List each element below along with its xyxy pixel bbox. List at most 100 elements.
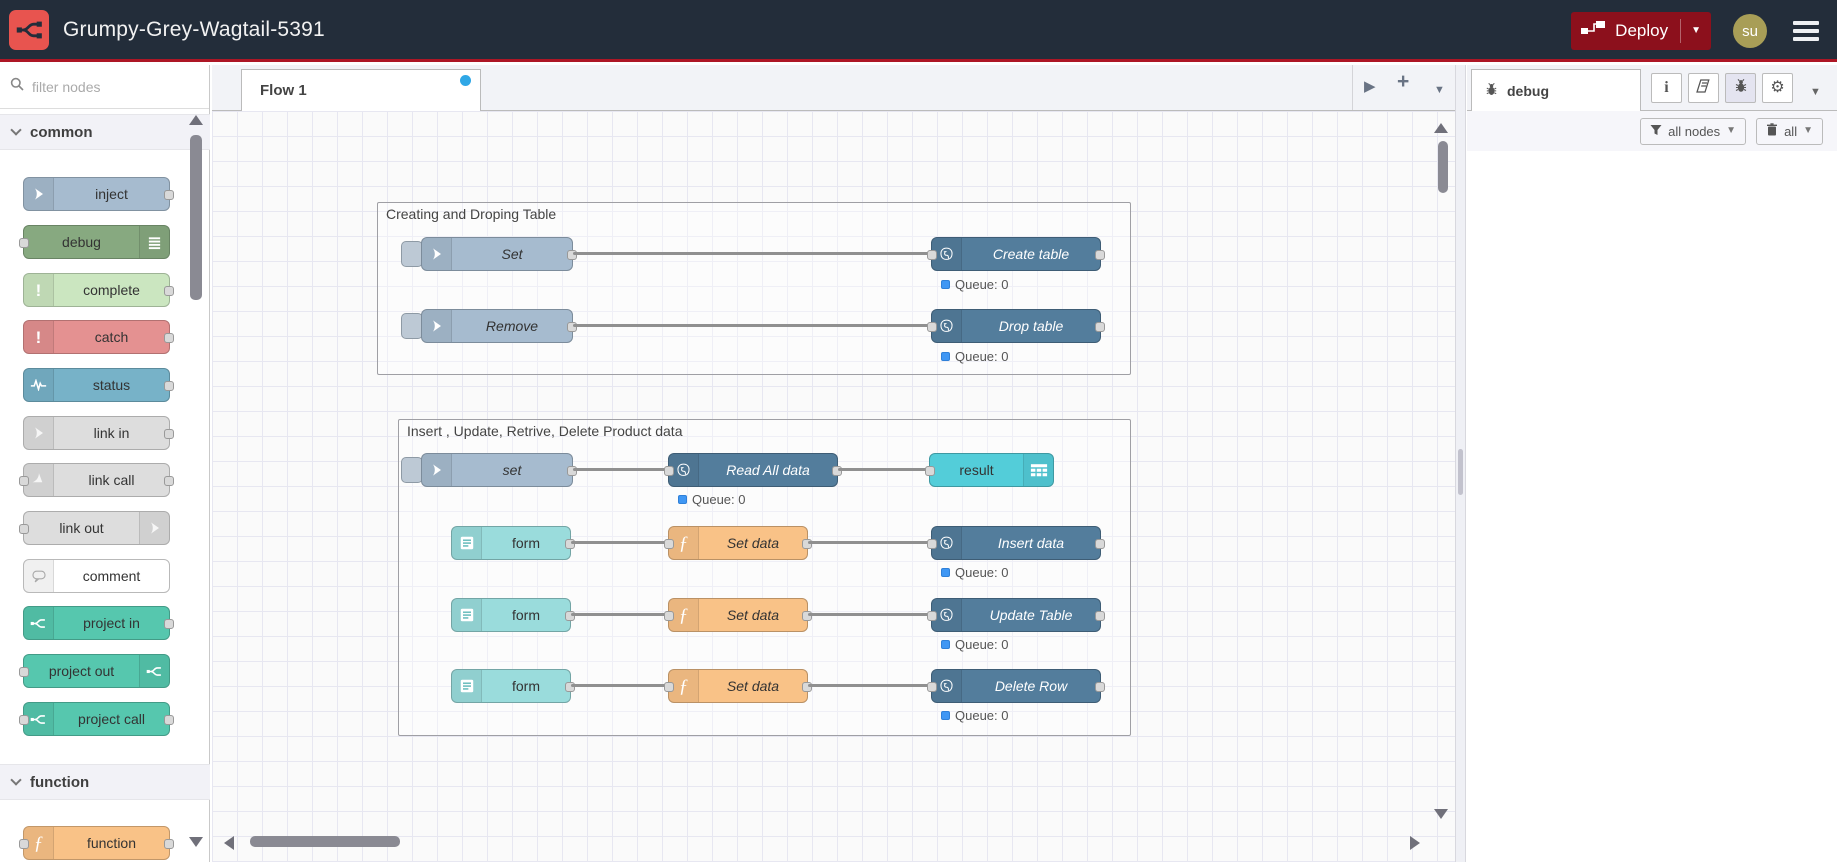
input-port[interactable] [927, 682, 937, 692]
output-port[interactable] [1095, 539, 1105, 549]
wire[interactable] [573, 468, 668, 471]
input-port[interactable] [927, 322, 937, 332]
main-menu-button[interactable] [1789, 17, 1823, 45]
output-port[interactable] [164, 839, 174, 849]
output-port[interactable] [164, 190, 174, 200]
wire[interactable] [808, 684, 931, 687]
node-postgres-delete-row[interactable]: Delete Row [927, 669, 1105, 703]
node-postgres-insert-data[interactable]: Insert data [927, 526, 1105, 560]
input-port[interactable] [927, 539, 937, 549]
node-postgres-drop-table[interactable]: Drop table [927, 309, 1105, 343]
node-function-set-data[interactable]: ƒ Set data [664, 598, 812, 632]
output-port[interactable] [802, 682, 812, 692]
sidebar-divider-grip[interactable] [1458, 449, 1463, 495]
debug-tab-button[interactable] [1725, 73, 1756, 103]
output-port[interactable] [832, 466, 842, 476]
next-tab-button[interactable]: ▶ [1364, 78, 1376, 95]
palette-node-project-call[interactable]: project call [19, 702, 174, 736]
config-tab-button[interactable]: ⚙ [1762, 73, 1793, 103]
palette-category-function[interactable]: function [0, 764, 210, 800]
palette-scrollbar-thumb[interactable] [190, 135, 202, 300]
flow-list-chevron-down-icon[interactable]: ▼ [1434, 84, 1445, 96]
input-port[interactable] [19, 476, 29, 486]
input-port[interactable] [664, 466, 674, 476]
wire[interactable] [838, 468, 929, 471]
canvas-scroll-up[interactable] [1434, 123, 1448, 133]
node-postgres-create-table[interactable]: Create table [927, 237, 1105, 271]
output-port[interactable] [567, 250, 577, 260]
inject-button[interactable] [401, 241, 423, 267]
canvas-scroll-left[interactable] [224, 836, 234, 850]
node-form[interactable]: form [451, 526, 575, 560]
wire[interactable] [808, 613, 931, 616]
palette-node-project-in[interactable]: project in [23, 606, 174, 640]
output-port[interactable] [567, 466, 577, 476]
palette-node-comment[interactable]: comment [23, 559, 170, 593]
output-port[interactable] [164, 333, 174, 343]
canvas-hscrollbar-thumb[interactable] [250, 836, 400, 847]
palette-node-project-out[interactable]: project out [19, 654, 170, 688]
input-port[interactable] [19, 715, 29, 725]
palette-scroll-up[interactable] [189, 115, 203, 125]
output-port[interactable] [164, 715, 174, 725]
flow-canvas[interactable]: Creating and Droping Table Set Create ta… [212, 111, 1455, 862]
node-inject-set[interactable]: Set [421, 237, 577, 271]
node-inject-set-lower[interactable]: set [421, 453, 577, 487]
output-port[interactable] [164, 429, 174, 439]
deploy-chevron-down-icon[interactable]: ▼ [1691, 25, 1701, 36]
input-port[interactable] [19, 667, 29, 677]
palette-node-link-out[interactable]: link out [19, 511, 170, 545]
wire[interactable] [573, 324, 931, 327]
output-port[interactable] [567, 322, 577, 332]
output-port[interactable] [1095, 322, 1105, 332]
input-port[interactable] [19, 524, 29, 534]
node-form[interactable]: form [451, 669, 575, 703]
debug-filter-button[interactable]: all nodes ▼ [1640, 117, 1747, 145]
input-port[interactable] [925, 466, 935, 476]
add-flow-button[interactable]: + [1397, 70, 1410, 93]
user-avatar[interactable]: su [1733, 14, 1767, 48]
output-port[interactable] [1095, 682, 1105, 692]
input-port[interactable] [664, 611, 674, 621]
output-port[interactable] [164, 476, 174, 486]
output-port[interactable] [565, 611, 575, 621]
node-postgres-update-table[interactable]: Update Table [927, 598, 1105, 632]
output-port[interactable] [802, 539, 812, 549]
sidebar-tabs-chevron-down-icon[interactable]: ▼ [1810, 86, 1821, 98]
wire[interactable] [571, 541, 668, 544]
inject-button[interactable] [401, 313, 423, 339]
output-port[interactable] [1095, 250, 1105, 260]
wire[interactable] [573, 252, 931, 255]
input-port[interactable] [664, 682, 674, 692]
palette-node-inject[interactable]: inject [23, 177, 174, 211]
palette-node-function[interactable]: ƒ function [19, 826, 174, 860]
palette-node-status[interactable]: status [23, 368, 174, 402]
node-postgres-read-all-data[interactable]: Read All data [664, 453, 842, 487]
input-port[interactable] [19, 839, 29, 849]
output-port[interactable] [565, 682, 575, 692]
input-port[interactable] [664, 539, 674, 549]
canvas-vscrollbar-thumb[interactable] [1438, 141, 1448, 193]
input-port[interactable] [927, 250, 937, 260]
node-debug-result[interactable]: result [925, 453, 1054, 487]
debug-messages-panel[interactable] [1467, 151, 1837, 862]
output-port[interactable] [1095, 611, 1105, 621]
output-port[interactable] [164, 619, 174, 629]
wire[interactable] [808, 541, 931, 544]
wire[interactable] [571, 684, 668, 687]
group-creating-dropping-table[interactable]: Creating and Droping Table [377, 202, 1131, 375]
output-port[interactable] [565, 539, 575, 549]
palette-node-link-in[interactable]: link in [23, 416, 174, 450]
tab-flow1[interactable]: Flow 1 [241, 69, 481, 111]
palette-scroll-down[interactable] [189, 837, 203, 847]
node-function-set-data[interactable]: ƒ Set data [664, 669, 812, 703]
palette-category-common[interactable]: common [0, 114, 210, 150]
palette-filter-input[interactable] [30, 77, 170, 96]
inject-button[interactable] [401, 457, 423, 483]
palette-node-debug[interactable]: debug [19, 225, 170, 259]
output-port[interactable] [802, 611, 812, 621]
debug-clear-button[interactable]: all ▼ [1756, 117, 1823, 145]
deploy-button[interactable]: Deploy ▼ [1571, 12, 1711, 50]
input-port[interactable] [19, 238, 29, 248]
palette-node-link-call[interactable]: link call [19, 463, 174, 497]
